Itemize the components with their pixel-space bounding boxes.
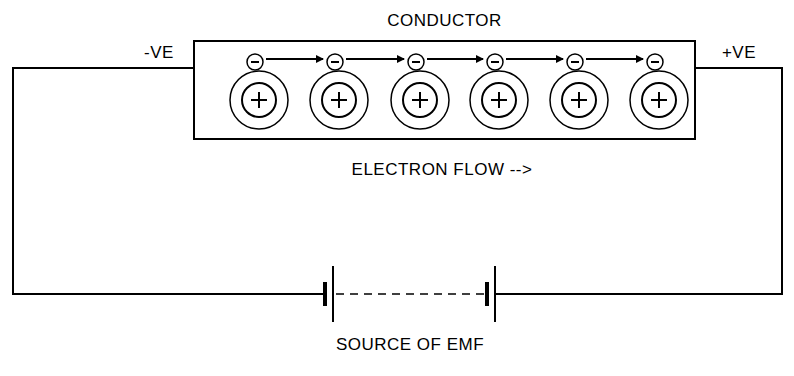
- electron: [408, 54, 424, 70]
- minus-sign: [651, 61, 659, 63]
- flow-arrow: [506, 58, 563, 60]
- electron: [327, 54, 343, 70]
- nucleus: [642, 83, 676, 117]
- flow-arrow: [427, 58, 483, 60]
- electron-orbit: [230, 71, 288, 129]
- plus-sign: [651, 92, 667, 108]
- electron-orbit: [391, 71, 449, 129]
- electron: [567, 54, 583, 70]
- conductor-box: CONDUCTOR: [193, 40, 696, 140]
- minus-sign: [331, 61, 339, 63]
- minus-sign: [571, 61, 579, 63]
- electron-orbit: [470, 71, 528, 129]
- electron: [487, 54, 503, 70]
- plus-sign: [571, 92, 587, 108]
- minus-sign: [491, 61, 499, 63]
- nucleus: [242, 83, 276, 117]
- terminal-label: -VE: [144, 44, 174, 63]
- plus-sign: [251, 92, 267, 108]
- atom-symbols: [230, 54, 688, 129]
- terminal-label: +VE: [722, 44, 756, 63]
- electron-orbit: [310, 71, 368, 129]
- source-label: SOURCE OF EMF: [336, 336, 484, 355]
- conductor-heading: CONDUCTOR: [387, 12, 502, 31]
- electron: [647, 54, 663, 70]
- flow-arrow: [346, 58, 404, 60]
- minus-sign: [251, 61, 259, 63]
- flow-label: ELECTRON FLOW -->: [352, 161, 533, 180]
- nucleus: [403, 83, 437, 117]
- electron: [247, 54, 263, 70]
- wire: [13, 68, 782, 294]
- plus-sign: [412, 92, 428, 108]
- plus-sign: [491, 92, 507, 108]
- electron-orbit: [550, 71, 608, 129]
- flow-arrow: [586, 58, 643, 60]
- battery-symbol: [325, 266, 495, 322]
- flow-arrow: [266, 58, 323, 60]
- nucleus: [322, 83, 356, 117]
- plus-sign: [331, 92, 347, 108]
- electron-orbit: [630, 71, 688, 129]
- minus-sign: [412, 61, 420, 63]
- nucleus: [562, 83, 596, 117]
- nucleus: [482, 83, 516, 117]
